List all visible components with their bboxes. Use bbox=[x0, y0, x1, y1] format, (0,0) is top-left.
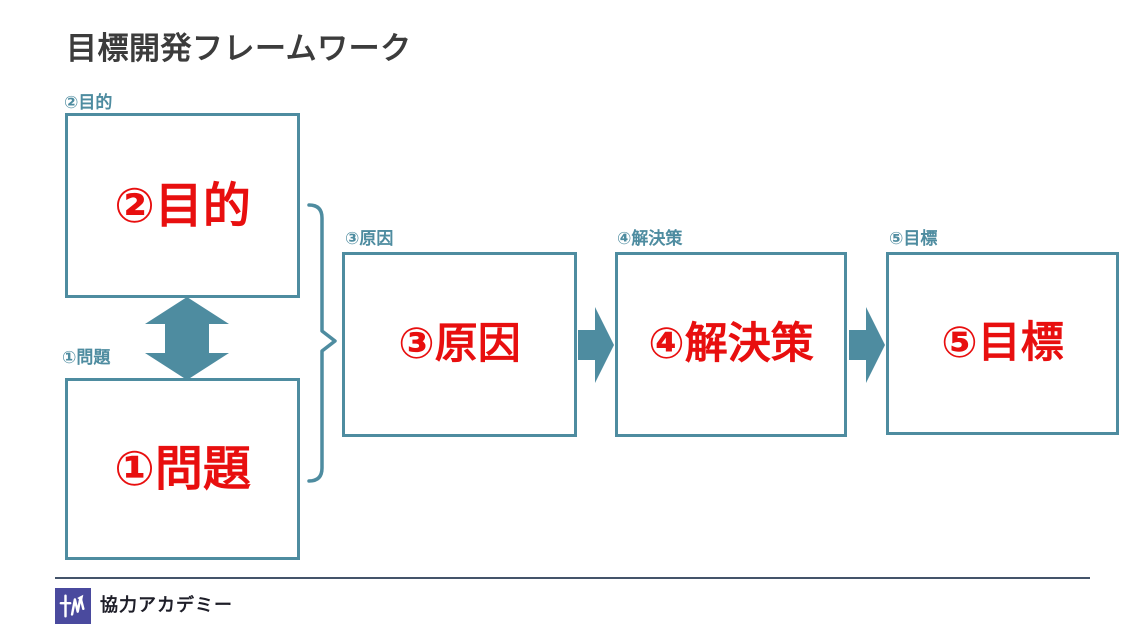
box-text-solution: ④解決策 bbox=[648, 319, 814, 369]
box-text-purpose: ②目的 bbox=[114, 177, 251, 234]
arrow-right-icon bbox=[849, 307, 885, 383]
arrow-right-icon bbox=[578, 307, 614, 383]
box-goal: ⑤目標 bbox=[886, 252, 1119, 435]
brace-icon bbox=[307, 203, 337, 483]
box-caption-goal: ⑤目標 bbox=[889, 229, 938, 249]
box-caption-problem: ①問題 bbox=[62, 348, 111, 368]
footer-divider bbox=[55, 577, 1090, 579]
footer-brand: 協力アカデミー bbox=[100, 595, 233, 616]
box-problem: ①問題 bbox=[65, 378, 300, 560]
box-caption-cause: ③原因 bbox=[345, 229, 394, 249]
box-cause: ③原因 bbox=[342, 252, 577, 437]
double-arrow-vertical-icon bbox=[145, 297, 229, 380]
kyoryoku-academy-logo-icon bbox=[55, 588, 91, 624]
box-text-problem: ①問題 bbox=[114, 441, 251, 497]
box-text-cause: ③原因 bbox=[398, 319, 521, 369]
box-solution: ④解決策 bbox=[615, 252, 847, 437]
box-text-goal: ⑤目標 bbox=[941, 318, 1064, 368]
box-purpose: ②目的 bbox=[65, 113, 300, 298]
box-caption-purpose: ②目的 bbox=[64, 93, 113, 113]
page-title: 目標開発フレームワーク bbox=[66, 31, 412, 67]
box-caption-solution: ④解決策 bbox=[617, 229, 683, 249]
